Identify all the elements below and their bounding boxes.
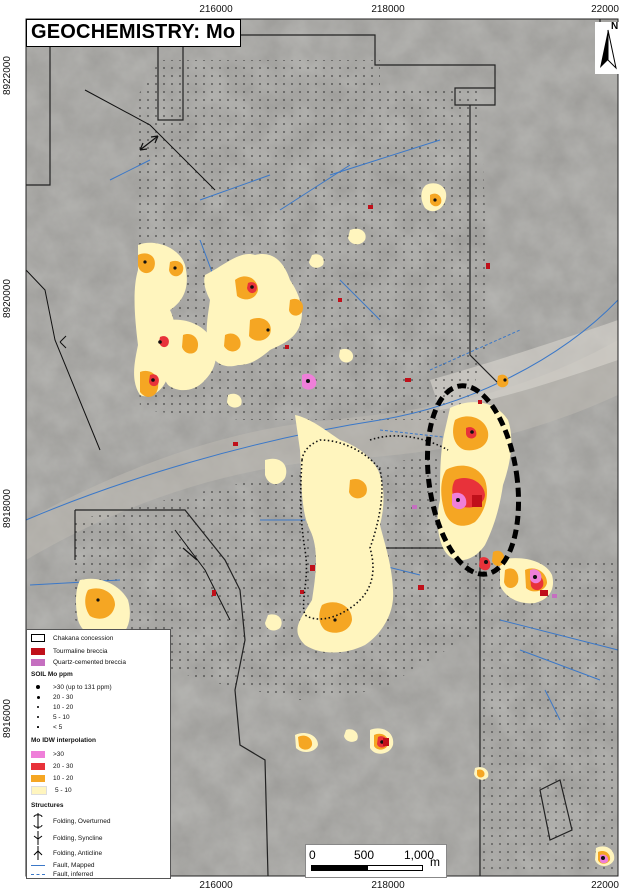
north-arrow-icon [600, 30, 608, 68]
legend-soil-heading: SOIL Mo ppm [31, 671, 73, 678]
scale-bar: 0 500 1,000 m [305, 844, 447, 878]
northing-tick-4: 8916000 [2, 699, 13, 738]
legend-soil-2: 20 - 30 [53, 693, 74, 701]
legend-soil-1: >30 (up to 131 ppm) [53, 683, 112, 691]
target-ellipse [424, 383, 522, 577]
northing-tick-3: 8918000 [2, 489, 13, 528]
sample-grid-southeast [482, 560, 618, 870]
soil-sample-highs [96, 198, 605, 860]
tourmaline-swatch [31, 647, 45, 655]
fault-lines [25, 139, 619, 721]
legend-structures-heading: Structures [31, 802, 64, 809]
concession-swatch [31, 634, 45, 642]
fold-arrows [139, 135, 198, 561]
idw-5-10-swatch [31, 785, 47, 795]
quartz-swatch [31, 658, 45, 666]
easting-tick-top-1: 216000 [199, 4, 233, 15]
fault-mapped-icon [31, 864, 45, 866]
easting-tick-bottom-1: 216000 [199, 880, 233, 891]
legend-structure-4: Fault, Mapped [53, 861, 95, 869]
scale-label-500: 500 [354, 848, 375, 862]
soil-dot-icon [36, 685, 40, 689]
northing-tick-1: 8922000 [2, 56, 13, 95]
map-title: GEOCHEMISTRY: Mo [26, 19, 242, 47]
legend-structure-5: Fault, inferred [53, 870, 94, 878]
northing-tick-2: 8920000 [2, 279, 13, 318]
map-legend: Chakana concession Tourmaline breccia Qu… [26, 629, 171, 879]
legend-soil-3: 10 - 20 [53, 703, 74, 711]
legend-idw-2: 20 - 30 [53, 762, 74, 770]
legend-idw-1: >30 [53, 750, 65, 758]
legend-concession: Chakana concession [53, 634, 114, 642]
easting-tick-top-3: 22000 [591, 4, 619, 15]
anticline-icon [33, 846, 43, 860]
legend-soil-5: < 5 [53, 723, 63, 731]
legend-structure-3: Folding, Anticline [53, 849, 103, 857]
concession-boundary [26, 19, 601, 877]
legend-tourmaline: Tourmaline breccia [53, 647, 108, 655]
north-arrow: N [595, 21, 621, 74]
legend-idw-heading: Mo IDW interpolation [31, 737, 96, 744]
easting-tick-top-2: 218000 [371, 4, 405, 15]
idw-10-20-swatch [31, 774, 45, 782]
scale-unit: m [430, 855, 440, 869]
legend-idw-3: 10 - 20 [53, 774, 74, 782]
legend-idw-4: 5 - 10 [55, 786, 72, 794]
fault-inferred-icon [31, 873, 45, 875]
fold-axes [25, 89, 231, 621]
idw-gt30-swatch [31, 750, 45, 758]
scale-label-0: 0 [309, 848, 316, 862]
legend-structure-1: Folding, Overturned [53, 817, 111, 825]
scale-label-1000: 1,000 [404, 848, 435, 862]
quartz-breccia [412, 505, 557, 598]
syncline-icon [33, 831, 43, 845]
tourmaline-breccia [212, 205, 548, 746]
legend-quartz: Quartz-cemented breccia [53, 658, 126, 666]
north-label: N [611, 21, 619, 32]
overturned-fold-icon [33, 813, 43, 829]
legend-soil-4: 5 - 10 [53, 713, 70, 721]
easting-tick-bottom-2: 218000 [371, 880, 405, 891]
legend-structure-2: Folding, Syncline [53, 834, 103, 842]
easting-tick-bottom-3: 22000 [591, 880, 619, 891]
idw-20-30-swatch [31, 762, 45, 770]
